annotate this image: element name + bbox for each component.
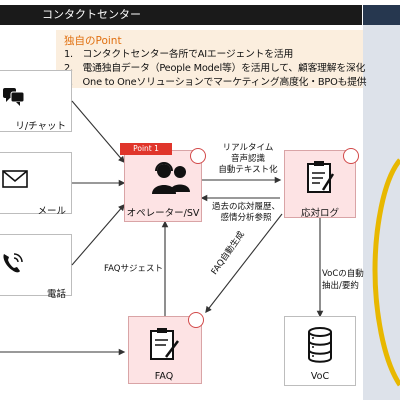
point-title: 独自のPoint [64, 35, 122, 47]
channel-phone [0, 234, 72, 296]
point-item-1: 1. コンタクトセンター各所でAIエージェントを活用 [64, 49, 294, 60]
node-log-label: 応対ログ [300, 208, 339, 219]
database-icon [308, 327, 332, 363]
channel-phone-label: 電話 [46, 289, 66, 300]
edge-text: VoCの自動 [322, 269, 364, 279]
edge-realtime-label: リアルタイム 音声認識 自動テキスト化 [218, 143, 278, 176]
edge-text: 音声認識 [230, 154, 265, 164]
edge-history-label: 過去の応対履歴、 感情分析参照 [206, 202, 286, 224]
operator-icon [152, 162, 190, 194]
point-badge: Point 1 [120, 143, 172, 155]
edge-faq-suggest-label: FAQサジェスト [104, 264, 163, 274]
mail-icon [2, 170, 28, 188]
faq-edit-icon [150, 328, 179, 360]
channel-mail [0, 152, 72, 214]
node-faq-label: FAQ [154, 371, 174, 382]
edge-text: リアルタイム [222, 143, 274, 153]
edge-text: 抽出/要約 [322, 281, 359, 291]
node-operator-label: オペレーター/SV [126, 208, 200, 219]
edge-text: 過去の応対履歴、 [211, 202, 280, 212]
node-voc-label: VoC [310, 371, 330, 382]
edge-text: 感情分析参照 [220, 213, 272, 223]
channel-chat-label: リ/チャット [15, 121, 66, 132]
ai-agent-icon [343, 148, 359, 164]
ring-decoration [372, 158, 400, 387]
edge-voc-extract-label: VoCの自動 抽出/要約 [322, 268, 364, 292]
header-accent [363, 5, 400, 25]
clipboard-icon [307, 161, 335, 193]
chat-icon [3, 88, 25, 106]
ai-agent-icon [188, 312, 204, 328]
point-item-2: 2. 電通独自データ（People Model等）を活用して、顧客理解を深化 [64, 63, 366, 74]
ai-agent-icon [190, 148, 206, 164]
channel-mail-label: メール [37, 206, 66, 217]
phone-icon [3, 253, 23, 273]
page-title: コンタクトセンター [0, 5, 362, 25]
point-item-3: 3. One to Oneソリューションでマーケティング高度化・BPOも提供 [64, 77, 367, 88]
point-box [56, 30, 363, 88]
edge-text: 自動テキスト化 [218, 165, 278, 175]
